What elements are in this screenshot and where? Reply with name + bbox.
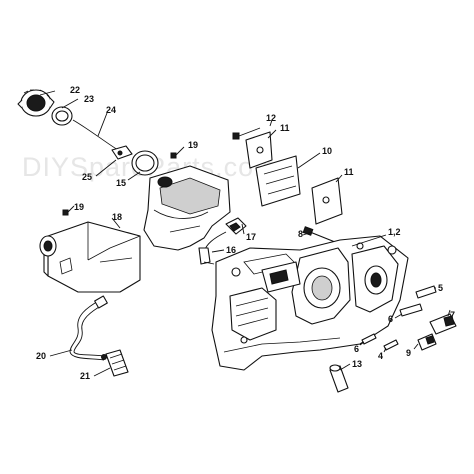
cover-plate-part-11b xyxy=(311,177,343,225)
callout-13: 13 xyxy=(352,359,362,369)
screw-part-9 xyxy=(417,333,437,351)
o-ring-part xyxy=(131,150,159,176)
callout-11-lower: 11 xyxy=(344,167,354,177)
tank-housing-part xyxy=(39,221,141,293)
pickup-filter-part xyxy=(101,349,129,377)
pickup-hose-part xyxy=(198,231,227,265)
callout-7: 7 xyxy=(450,310,455,320)
callout-21: 21 xyxy=(80,371,90,381)
callout-23: 23 xyxy=(84,94,94,104)
callout-1-2: 1,2 xyxy=(388,227,401,237)
callout-6-lower: 6 xyxy=(354,344,359,354)
sleeve-part-13 xyxy=(329,364,349,393)
seal-ring-part xyxy=(51,106,73,126)
oil-cap-part xyxy=(17,89,55,117)
callout-8: 8 xyxy=(298,229,303,239)
callout-24: 24 xyxy=(106,105,116,115)
suction-hose-part xyxy=(69,295,108,361)
callout-20: 20 xyxy=(36,351,46,361)
spike-part-7 xyxy=(429,313,457,335)
callout-4: 4 xyxy=(378,351,383,361)
callout-5: 5 xyxy=(438,283,443,293)
heat-shield-part xyxy=(255,155,301,207)
callout-12: 12 xyxy=(266,113,276,123)
fastener-clip-part xyxy=(111,145,133,160)
retaining-strap-part xyxy=(72,119,119,151)
callout-22: 22 xyxy=(70,85,80,95)
stud-part-5 xyxy=(415,285,437,299)
callout-15: 15 xyxy=(116,178,126,188)
screw-part-19a xyxy=(170,152,177,159)
callout-10: 10 xyxy=(322,146,332,156)
callout-25: 25 xyxy=(82,172,92,182)
upper-housing-part xyxy=(143,165,231,251)
callout-9: 9 xyxy=(406,348,411,358)
callout-19-upper: 19 xyxy=(188,140,198,150)
callout-6-upper: 6 xyxy=(388,314,393,324)
stud-part-6a xyxy=(399,303,423,317)
callout-19-lower: 19 xyxy=(74,202,84,212)
callout-11-upper: 11 xyxy=(280,123,290,133)
crankcase-part xyxy=(211,235,409,371)
callout-16: 16 xyxy=(226,245,236,255)
screw-part-19b xyxy=(62,209,69,216)
screw-part-12 xyxy=(232,127,261,140)
leader-lines xyxy=(39,90,451,377)
callout-17: 17 xyxy=(246,232,256,242)
cover-plate-part-11a xyxy=(245,131,273,169)
callout-18: 18 xyxy=(112,212,122,222)
oil-pump-part xyxy=(225,217,247,235)
